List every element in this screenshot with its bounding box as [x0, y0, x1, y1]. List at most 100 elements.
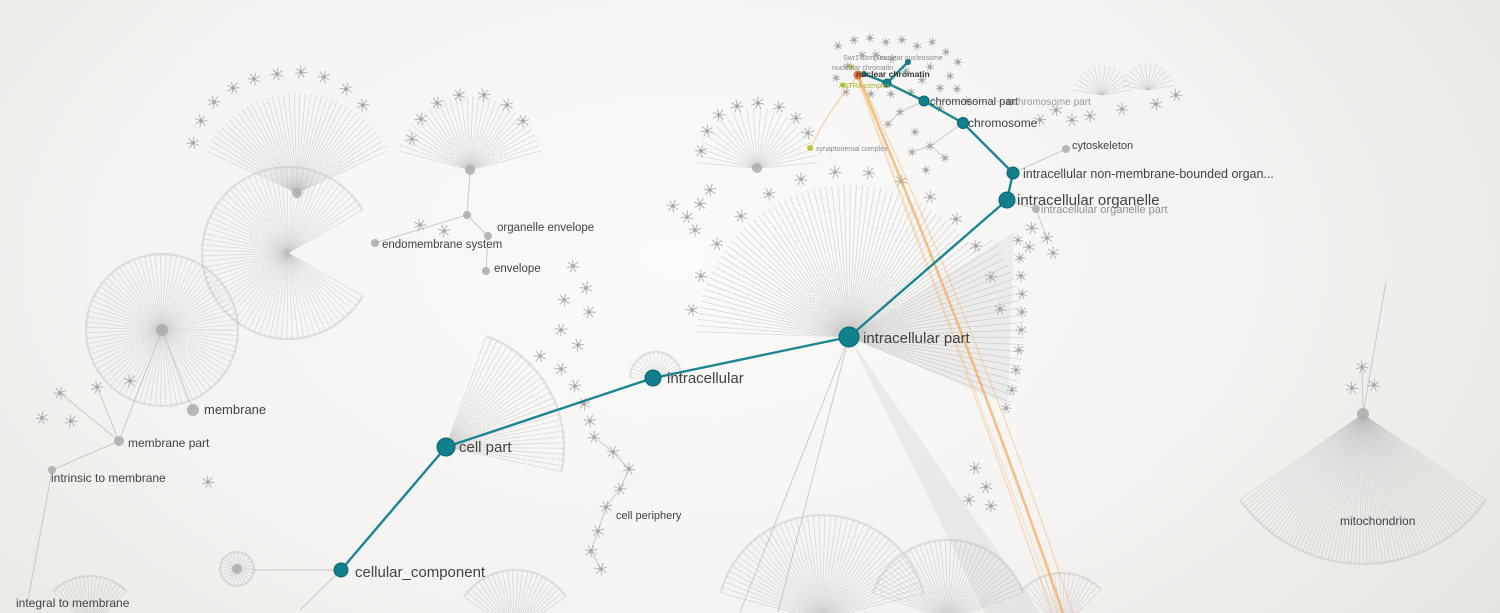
- fan-spoke: [1362, 413, 1469, 522]
- term-label[interactable]: ASTRA complex: [839, 83, 890, 90]
- burst-center: [571, 264, 575, 268]
- graph-node[interactable]: [463, 211, 471, 219]
- node-chromosome[interactable]: [957, 117, 969, 129]
- fan-spoke: [1362, 413, 1379, 564]
- term-label[interactable]: nuclear nucleosome: [880, 55, 943, 62]
- graph-node[interactable]: [371, 239, 379, 247]
- term-label[interactable]: membrane part: [128, 436, 210, 450]
- term-label[interactable]: cell part: [459, 439, 512, 456]
- burst-center: [756, 101, 760, 105]
- term-label[interactable]: intracellular: [667, 370, 744, 387]
- graph-node[interactable]: [1357, 408, 1369, 420]
- fan-spoke: [813, 189, 850, 338]
- term-label[interactable]: membrane: [204, 402, 266, 417]
- leaf-node-burst: [317, 70, 330, 84]
- graph-node[interactable]: [752, 163, 762, 173]
- fan-spoke: [469, 108, 512, 171]
- term-label[interactable]: Swr1 complex: [843, 55, 887, 62]
- term-label[interactable]: nuclear chromatin: [856, 69, 930, 79]
- graph-node[interactable]: [232, 564, 242, 574]
- fan-spoke: [756, 129, 804, 169]
- leaf-node-burst: [1013, 344, 1025, 356]
- fan-spoke: [756, 141, 812, 169]
- graph-node[interactable]: [292, 188, 302, 198]
- node-cell-part[interactable]: [436, 437, 456, 457]
- term-label[interactable]: intrinsic to membrane: [51, 471, 166, 485]
- term-label[interactable]: mitochondrion: [1340, 514, 1415, 528]
- fan-spoke: [1358, 413, 1364, 564]
- fan-spoke: [445, 381, 545, 448]
- fan-spoke: [287, 252, 360, 302]
- leaf-node-burst: [1025, 221, 1039, 235]
- graph-node[interactable]: [1032, 205, 1040, 213]
- fan-spoke: [1249, 413, 1364, 513]
- fan-spoke: [287, 187, 345, 254]
- fan-spoke: [1059, 573, 1062, 613]
- term-label[interactable]: cellular_component: [355, 564, 486, 581]
- term-label[interactable]: envelope: [494, 263, 541, 275]
- term-label[interactable]: intracellular part: [863, 330, 971, 347]
- node-nucleosome[interactable]: [905, 59, 911, 65]
- graph-node[interactable]: [187, 404, 199, 416]
- term-label[interactable]: endomembrane system: [382, 239, 502, 251]
- term-label[interactable]: intracellular non-membrane-bounded organ…: [1023, 167, 1274, 181]
- node-non-membrane-bounded-organelle[interactable]: [1006, 166, 1020, 180]
- burst-center: [699, 149, 703, 153]
- term-label[interactable]: chromosomal part: [930, 96, 1018, 108]
- graph-node[interactable]: [48, 466, 56, 474]
- term-label[interactable]: integral to membrane: [16, 596, 130, 610]
- burst-center: [1051, 251, 1055, 255]
- term-label[interactable]: organelle envelope: [497, 222, 594, 234]
- leaf-node-burst: [693, 197, 707, 211]
- fan-rim: [463, 568, 567, 598]
- graph-node[interactable]: [114, 436, 124, 446]
- fan-spoke: [708, 277, 850, 338]
- node-cellular-component[interactable]: [333, 562, 349, 578]
- fan-spoke: [161, 307, 236, 331]
- graph-node[interactable]: [156, 324, 168, 336]
- fan-spoke: [1302, 413, 1364, 552]
- node-intracellular[interactable]: [644, 369, 662, 387]
- burst-spokes: [910, 127, 920, 137]
- graph-node[interactable]: [482, 267, 490, 275]
- node-chromosomal-part[interactable]: [918, 95, 930, 107]
- matched-node-green[interactable]: [807, 145, 813, 151]
- matched-node-green[interactable]: [840, 82, 846, 88]
- burst-center: [1088, 114, 1092, 118]
- matched-node-green[interactable]: [848, 64, 854, 70]
- burst-spokes: [571, 338, 585, 352]
- term-label[interactable]: chromosome: [968, 116, 1038, 130]
- term-label[interactable]: synaptonemal complex: [816, 146, 888, 153]
- fan-spoke: [892, 561, 942, 613]
- burst-spokes: [1033, 113, 1047, 127]
- node-intracellular-part[interactable]: [838, 326, 860, 348]
- graph-edge: [466, 169, 471, 216]
- fan-spoke: [296, 99, 333, 194]
- fan-spoke: [1362, 413, 1480, 510]
- fan-spoke: [161, 255, 178, 331]
- burst-center: [1045, 236, 1049, 240]
- fan-spoke: [161, 329, 198, 398]
- term-label[interactable]: intracellular organelle: [1017, 192, 1160, 209]
- selected-node-orange[interactable]: [853, 70, 863, 80]
- node-intracellular-organelle[interactable]: [998, 191, 1016, 209]
- graph-node[interactable]: [1006, 98, 1014, 106]
- node-chromatin[interactable]: [882, 78, 892, 88]
- fan-spoke: [830, 555, 906, 613]
- term-label[interactable]: chromosome part: [1013, 97, 1091, 108]
- burst-spokes: [1015, 271, 1027, 282]
- graph-node[interactable]: [484, 232, 492, 240]
- graph-node[interactable]: [465, 165, 475, 175]
- graph-node[interactable]: [1062, 145, 1070, 153]
- burst-center: [717, 113, 721, 117]
- term-label[interactable]: cell periphery: [616, 510, 682, 522]
- term-label[interactable]: nucleolar chromatin: [832, 65, 893, 72]
- fan-spoke: [789, 196, 850, 338]
- fan-spoke: [1362, 413, 1466, 524]
- term-label[interactable]: cytoskeleton: [1072, 140, 1133, 152]
- term-label[interactable]: intracellular organelle part: [1041, 204, 1168, 216]
- graph-edge: [96, 386, 120, 442]
- burst-center: [852, 38, 856, 42]
